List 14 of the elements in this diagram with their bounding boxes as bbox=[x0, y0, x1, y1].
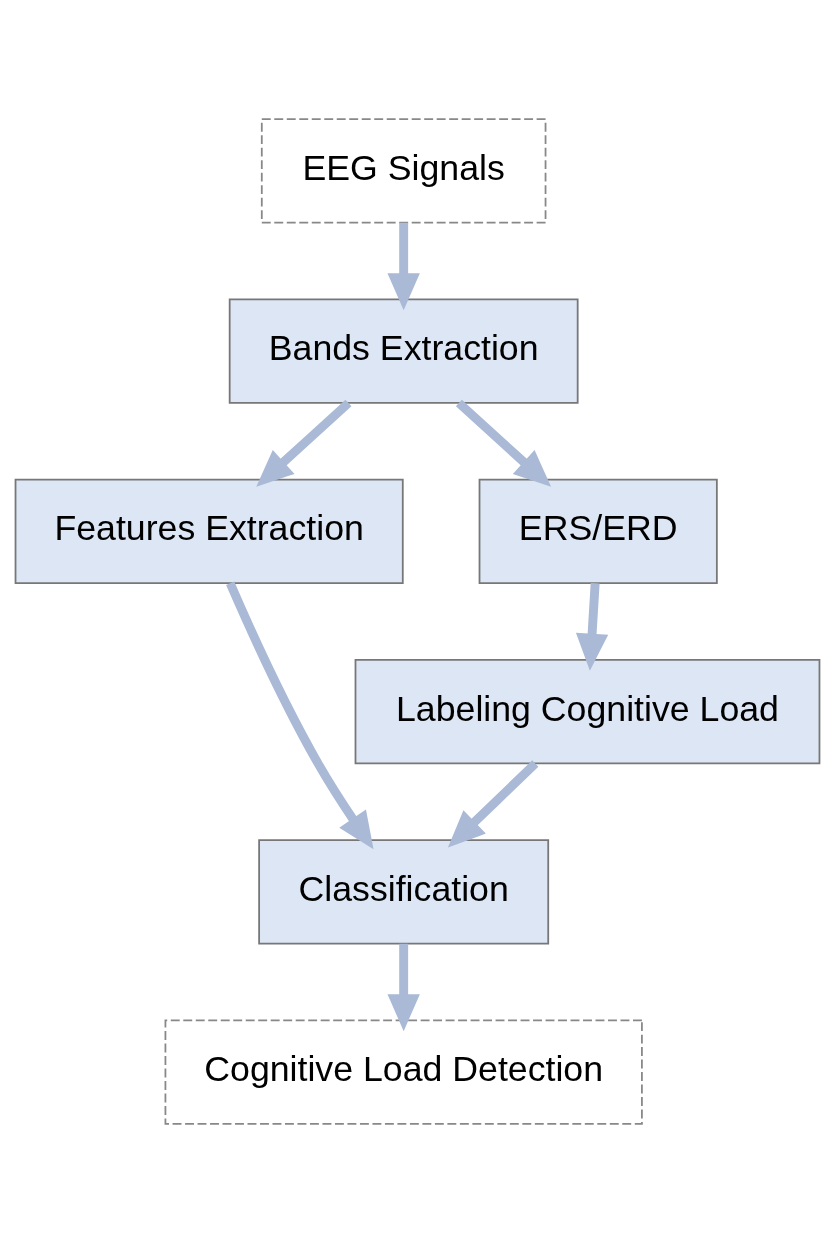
node-box: Labeling Cognitive Load bbox=[354, 659, 821, 765]
node-box: Bands Extraction bbox=[228, 298, 579, 404]
arrow bbox=[447, 760, 539, 848]
arrow bbox=[455, 399, 552, 487]
arrow bbox=[256, 399, 352, 487]
arrow bbox=[387, 943, 420, 1032]
node-box: EEG Signals bbox=[260, 118, 547, 224]
arrow bbox=[575, 583, 609, 671]
arrow bbox=[387, 222, 420, 311]
node-box: Features Extraction bbox=[14, 478, 404, 584]
arrow bbox=[226, 581, 374, 850]
node-box: Cognitive Load Detection bbox=[164, 1019, 643, 1125]
node-box: Classification bbox=[258, 839, 550, 945]
node-box: ERS/ERD bbox=[478, 478, 718, 584]
